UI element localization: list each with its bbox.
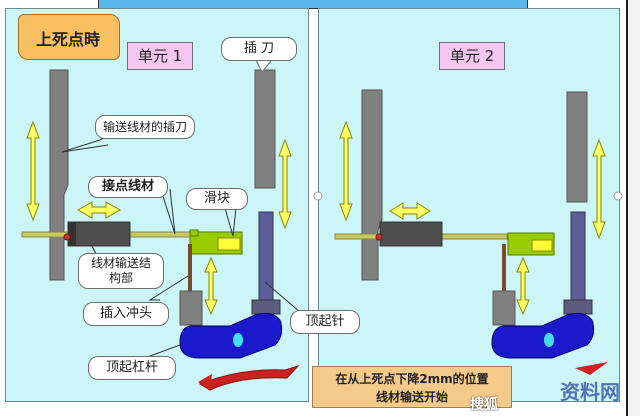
title-banner-text: 上死点時 (35, 30, 100, 49)
insert-punch-2 (492, 290, 516, 326)
vertical-arrow-2b (592, 138, 606, 240)
ejector-pin-2 (570, 211, 586, 305)
callout-insert-punch: 插入冲头 (83, 302, 169, 326)
top-blue-bar (98, 0, 528, 9)
unit-label-2: 单元 2 (439, 42, 505, 70)
feed-knife-1 (49, 69, 69, 281)
vertical-arrow-2c (516, 256, 530, 316)
insert-punch-rod-2 (502, 244, 506, 294)
wire-feed-block-1 (67, 221, 131, 247)
vertical-arrow-1 (26, 120, 40, 222)
callout-ejector-pin: 顶起针 (290, 310, 360, 334)
horizontal-arrow-1 (76, 201, 122, 219)
ejector-lever-1 (179, 312, 283, 359)
red-pin-1 (63, 233, 71, 241)
ejector-lever-2 (491, 312, 595, 359)
callout-ejector-lever: 顶起杠杆 (88, 356, 176, 380)
rotation-arrow-2 (575, 362, 608, 375)
title-banner (18, 14, 120, 60)
unit-label-1: 单元 1 (127, 42, 193, 70)
callout-feed-knife: 输送线材的插刀 (95, 115, 195, 139)
wire-feed-block-2 (379, 221, 443, 247)
callout-insert-knife: 插 刀 (221, 37, 297, 61)
insert-knife-2 (566, 91, 588, 203)
feed-knife-2 (361, 89, 383, 281)
callout-wire-feed-line1: 线材输送结 (90, 256, 151, 270)
vertical-arrow-1b (278, 138, 292, 230)
timing-note: 在从上死点下降2mm的位置 线材输送开始 (312, 366, 512, 408)
callout-wire-feed-structure: 线材输送结 构部 (78, 253, 164, 289)
rotation-arrow-1 (198, 364, 300, 391)
callout-wire-feed-line2: 构部 (108, 271, 133, 285)
vertical-arrow-2 (339, 120, 353, 222)
ejector-pin-1 (258, 211, 274, 305)
callout-contact-wire: 接点线材 (88, 176, 168, 198)
watermark-sohu: 搜狐 (470, 397, 498, 413)
side-toolbar[interactable] (626, 0, 640, 416)
vertical-arrow-1c (204, 256, 218, 316)
insert-knife-1 (254, 69, 276, 189)
watermark-site-logo: 资料网 (560, 380, 620, 404)
horizontal-arrow-2 (389, 202, 431, 220)
timing-note-line1: 在从上死点下降2mm的位置 (335, 372, 489, 386)
insert-punch-1 (179, 290, 203, 326)
timing-note-line2: 线材输送开始 (375, 390, 448, 404)
callout-slider: 滑块 (186, 188, 248, 210)
insert-punch-rod-1 (188, 244, 192, 294)
